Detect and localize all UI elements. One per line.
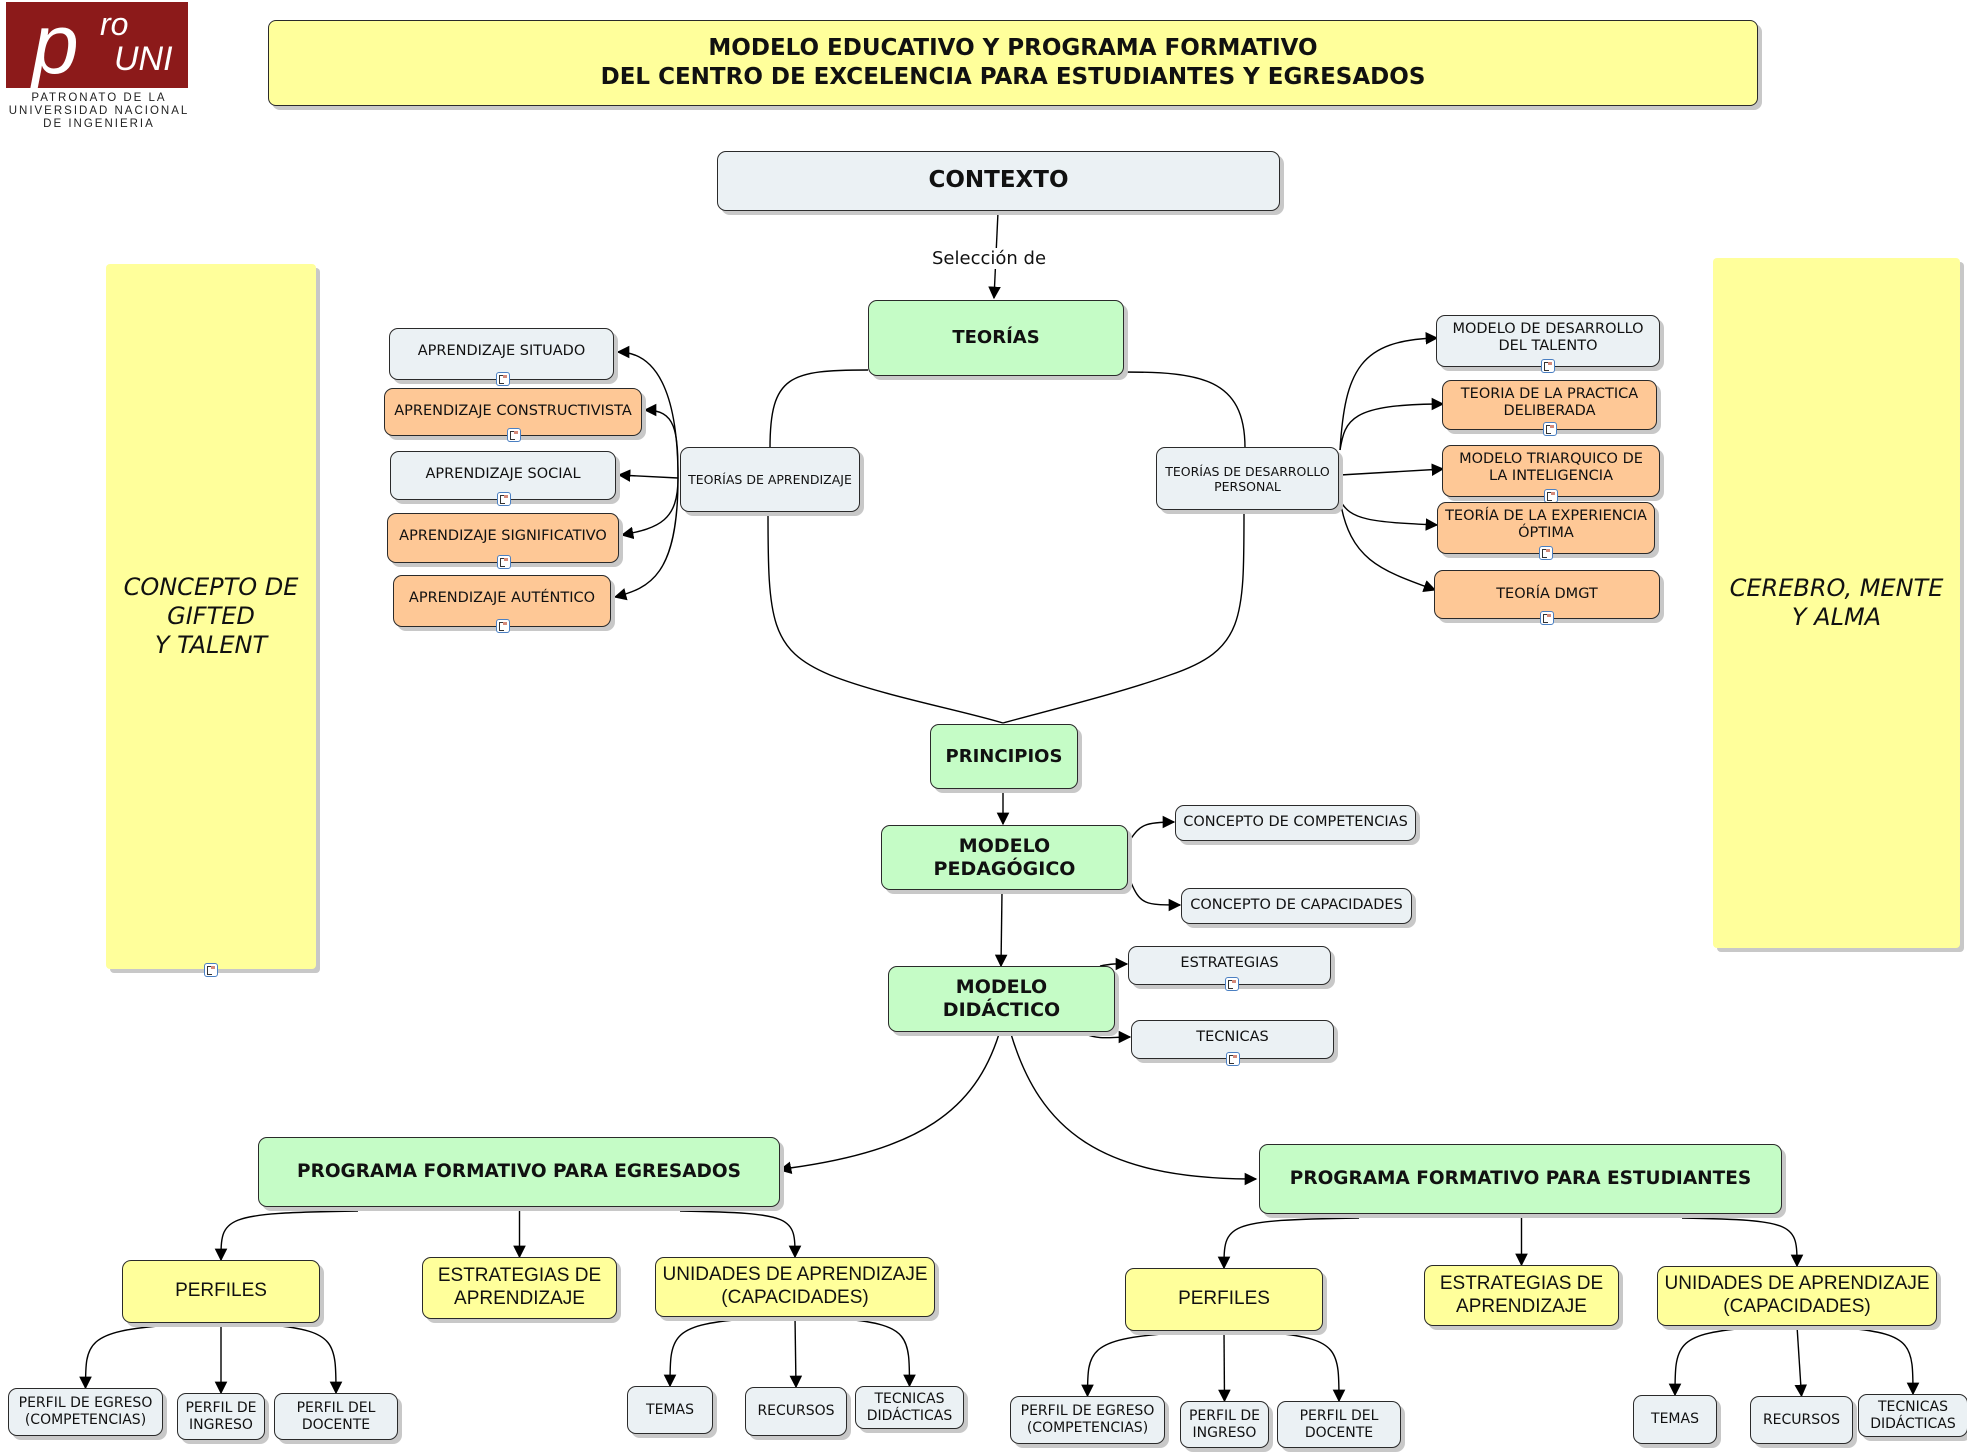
node-perfiles[interactable]: PERFILES (122, 1260, 320, 1323)
edge-teorias-aprendizaje (769, 369, 869, 449)
logo-brand-pro: ro (100, 6, 129, 42)
edge-desarrollo-principios (1002, 511, 1245, 724)
node-development-theory[interactable]: MODELO TRIARQUICO DE LA INTELIGENCIA (1442, 445, 1660, 497)
node-learning-theory[interactable]: APRENDIZAJE SIGNIFICATIVO (387, 513, 619, 563)
attachment-icon[interactable] (497, 492, 511, 506)
edge-program-child (214, 1210, 359, 1262)
node-perfil-child[interactable]: PERFIL DE EGRESO (COMPETENCIAS) (1010, 1396, 1165, 1444)
logo-brand-uni: UNI (114, 40, 173, 78)
panel-gifted-talent-label: CONCEPTO DE GIFTED Y TALENT (123, 573, 299, 659)
node-teorias-aprendizaje[interactable]: TEORÍAS DE APRENDIZAJE (680, 447, 860, 512)
node-learning-theory[interactable]: APRENDIZAJE AUTÉNTICO (393, 575, 611, 627)
panel-cerebro-label: CEREBRO, MENTE Y ALMA (1729, 574, 1944, 631)
node-estrategias-aprendizaje[interactable]: ESTRATEGIAS DE APRENDIZAJE (1424, 1265, 1619, 1326)
node-concepto-capacidades[interactable]: CONCEPTO DE CAPACIDADES (1181, 888, 1412, 924)
attachment-icon[interactable] (1541, 359, 1555, 373)
edge-leaf (1846, 1327, 1920, 1396)
edge-leaf (270, 1324, 343, 1395)
edge-ap-social (617, 469, 679, 482)
edge-label-seleccion: Selección de (930, 248, 1049, 269)
edge-pedagogico-capacidades (1129, 879, 1182, 912)
edge-pedagogico-didactico (994, 891, 1008, 968)
attachment-icon[interactable] (496, 619, 510, 633)
node-unidad-child[interactable]: RECURSOS (745, 1387, 847, 1436)
edge-leaf (1273, 1332, 1346, 1403)
attachment-icon[interactable] (1544, 489, 1558, 503)
edge-leaf (1794, 1325, 1808, 1398)
edge-didactico-tecnicas (1084, 1030, 1132, 1044)
node-perfil-child[interactable]: PERFIL DEL DOCENTE (274, 1393, 398, 1440)
attachment-icon[interactable] (1225, 977, 1239, 991)
diagram-title: MODELO EDUCATIVO Y PROGRAMA FORMATIVO DE… (268, 20, 1758, 106)
node-perfil-child[interactable]: PERFIL DEL DOCENTE (1277, 1401, 1401, 1448)
node-unidades-aprendizaje[interactable]: UNIDADES DE APRENDIZAJE (CAPACIDADES) (1657, 1266, 1937, 1326)
node-perfiles[interactable]: PERFILES (1125, 1268, 1323, 1331)
node-concepto-competencias[interactable]: CONCEPTO DE COMPETENCIAS (1175, 805, 1416, 841)
node-development-theory[interactable]: TEORÍA DMGT (1434, 570, 1660, 619)
title-line-2: DEL CENTRO DE EXCELENCIA PARA ESTUDIANTE… (600, 64, 1426, 90)
edge-didactico-egresados (778, 1033, 1000, 1174)
node-modelo-pedagogico[interactable]: MODELO PEDAGÓGICO (881, 825, 1128, 890)
edge-ap-significativo (620, 477, 679, 540)
edge-program-child (679, 1210, 802, 1259)
panel-cerebro-mente-alma[interactable]: CEREBRO, MENTE Y ALMA (1713, 258, 1960, 948)
attachment-icon[interactable] (1542, 422, 1557, 436)
edge-dp-deliberada (1339, 397, 1445, 451)
logo-subtitle: PATRONATO DE LA UNIVERSIDAD NACIONAL DE … (8, 92, 190, 128)
node-contexto[interactable]: CONTEXTO (717, 151, 1280, 211)
attachment-icon[interactable] (1226, 1052, 1240, 1066)
edge-program-child (1217, 1217, 1360, 1270)
edge-dp-dmgt (1339, 499, 1437, 593)
node-learning-theory[interactable]: APRENDIZAJE SITUADO (389, 328, 614, 380)
node-development-theory[interactable]: MODELO DE DESARROLLO DEL TALENTO (1436, 315, 1660, 367)
edge-leaf (1668, 1327, 1748, 1397)
node-program[interactable]: PROGRAMA FORMATIVO PARA ESTUDIANTES (1259, 1144, 1782, 1214)
attachment-icon[interactable] (495, 372, 510, 386)
attachment-icon[interactable] (1540, 611, 1554, 625)
logo-mark (6, 2, 188, 88)
edge-program-child (1681, 1217, 1804, 1268)
node-development-theory[interactable]: TEORÍA DE LA EXPERIENCIA ÓPTIMA (1437, 502, 1655, 554)
node-teorias[interactable]: TEORÍAS (868, 300, 1124, 376)
edge-leaf (789, 1316, 803, 1389)
node-perfil-child[interactable]: PERFIL DE INGRESO (1180, 1401, 1269, 1448)
node-modelo-didactico[interactable]: MODELO DIDÁCTICO (888, 966, 1115, 1032)
proni-logo: p ro UNI PATRONATO DE LA UNIVERSIDAD NAC… (4, 0, 188, 128)
node-principios[interactable]: PRINCIPIOS (930, 724, 1078, 789)
node-unidad-child[interactable]: TEMAS (1633, 1395, 1717, 1444)
edge-dp-optima (1339, 499, 1439, 531)
node-program[interactable]: PROGRAMA FORMATIVO PARA EGRESADOS (258, 1137, 780, 1207)
node-perfil-child[interactable]: PERFIL DE INGRESO (177, 1393, 265, 1440)
edge-leaf (663, 1318, 746, 1388)
attachment-icon[interactable] (204, 963, 218, 977)
edge-leaf (844, 1318, 916, 1388)
title-line-1: MODELO EDUCATIVO Y PROGRAMA FORMATIVO (708, 35, 1318, 61)
node-unidades-aprendizaje[interactable]: UNIDADES DE APRENDIZAJE (CAPACIDADES) (655, 1257, 935, 1317)
panel-gifted-talent[interactable]: CONCEPTO DE GIFTED Y TALENT (106, 264, 316, 969)
edge-teorias-desarrollo (1122, 371, 1246, 449)
edge-ap-autentico (613, 477, 679, 601)
edge-aprendizaje-principios (767, 511, 1004, 724)
edge-leaf (1081, 1332, 1175, 1398)
logo-letter-p: p (32, 0, 79, 91)
edge-leaf (1218, 1330, 1231, 1403)
edge-dp-triarquico (1339, 463, 1445, 476)
attachment-icon[interactable] (497, 555, 511, 569)
node-unidad-child[interactable]: TECNICAS DIDÁCTICAS (1858, 1394, 1967, 1437)
node-teorias-desarrollo-personal[interactable]: TEORÍAS DE DESARROLLO PERSONAL (1156, 447, 1339, 510)
edge-dp-talento (1339, 332, 1439, 451)
node-unidad-child[interactable]: TECNICAS DIDÁCTICAS (855, 1386, 964, 1429)
edge-leaf (79, 1324, 172, 1390)
node-development-theory[interactable]: TEORIA DE LA PRACTICA DELIBERADA (1442, 380, 1657, 430)
node-unidad-child[interactable]: TEMAS (627, 1386, 713, 1434)
node-estrategias-aprendizaje[interactable]: ESTRATEGIAS DE APRENDIZAJE (422, 1257, 617, 1319)
node-unidad-child[interactable]: RECURSOS (1750, 1396, 1853, 1444)
attachment-icon[interactable] (1539, 546, 1553, 560)
edge-ap-constructivista (643, 403, 679, 479)
attachment-icon[interactable] (507, 428, 521, 442)
node-learning-theory[interactable]: APRENDIZAJE SOCIAL (390, 451, 616, 500)
node-perfil-child[interactable]: PERFIL DE EGRESO (COMPETENCIAS) (8, 1388, 163, 1436)
edge-pedagogico-competencias (1129, 815, 1176, 841)
